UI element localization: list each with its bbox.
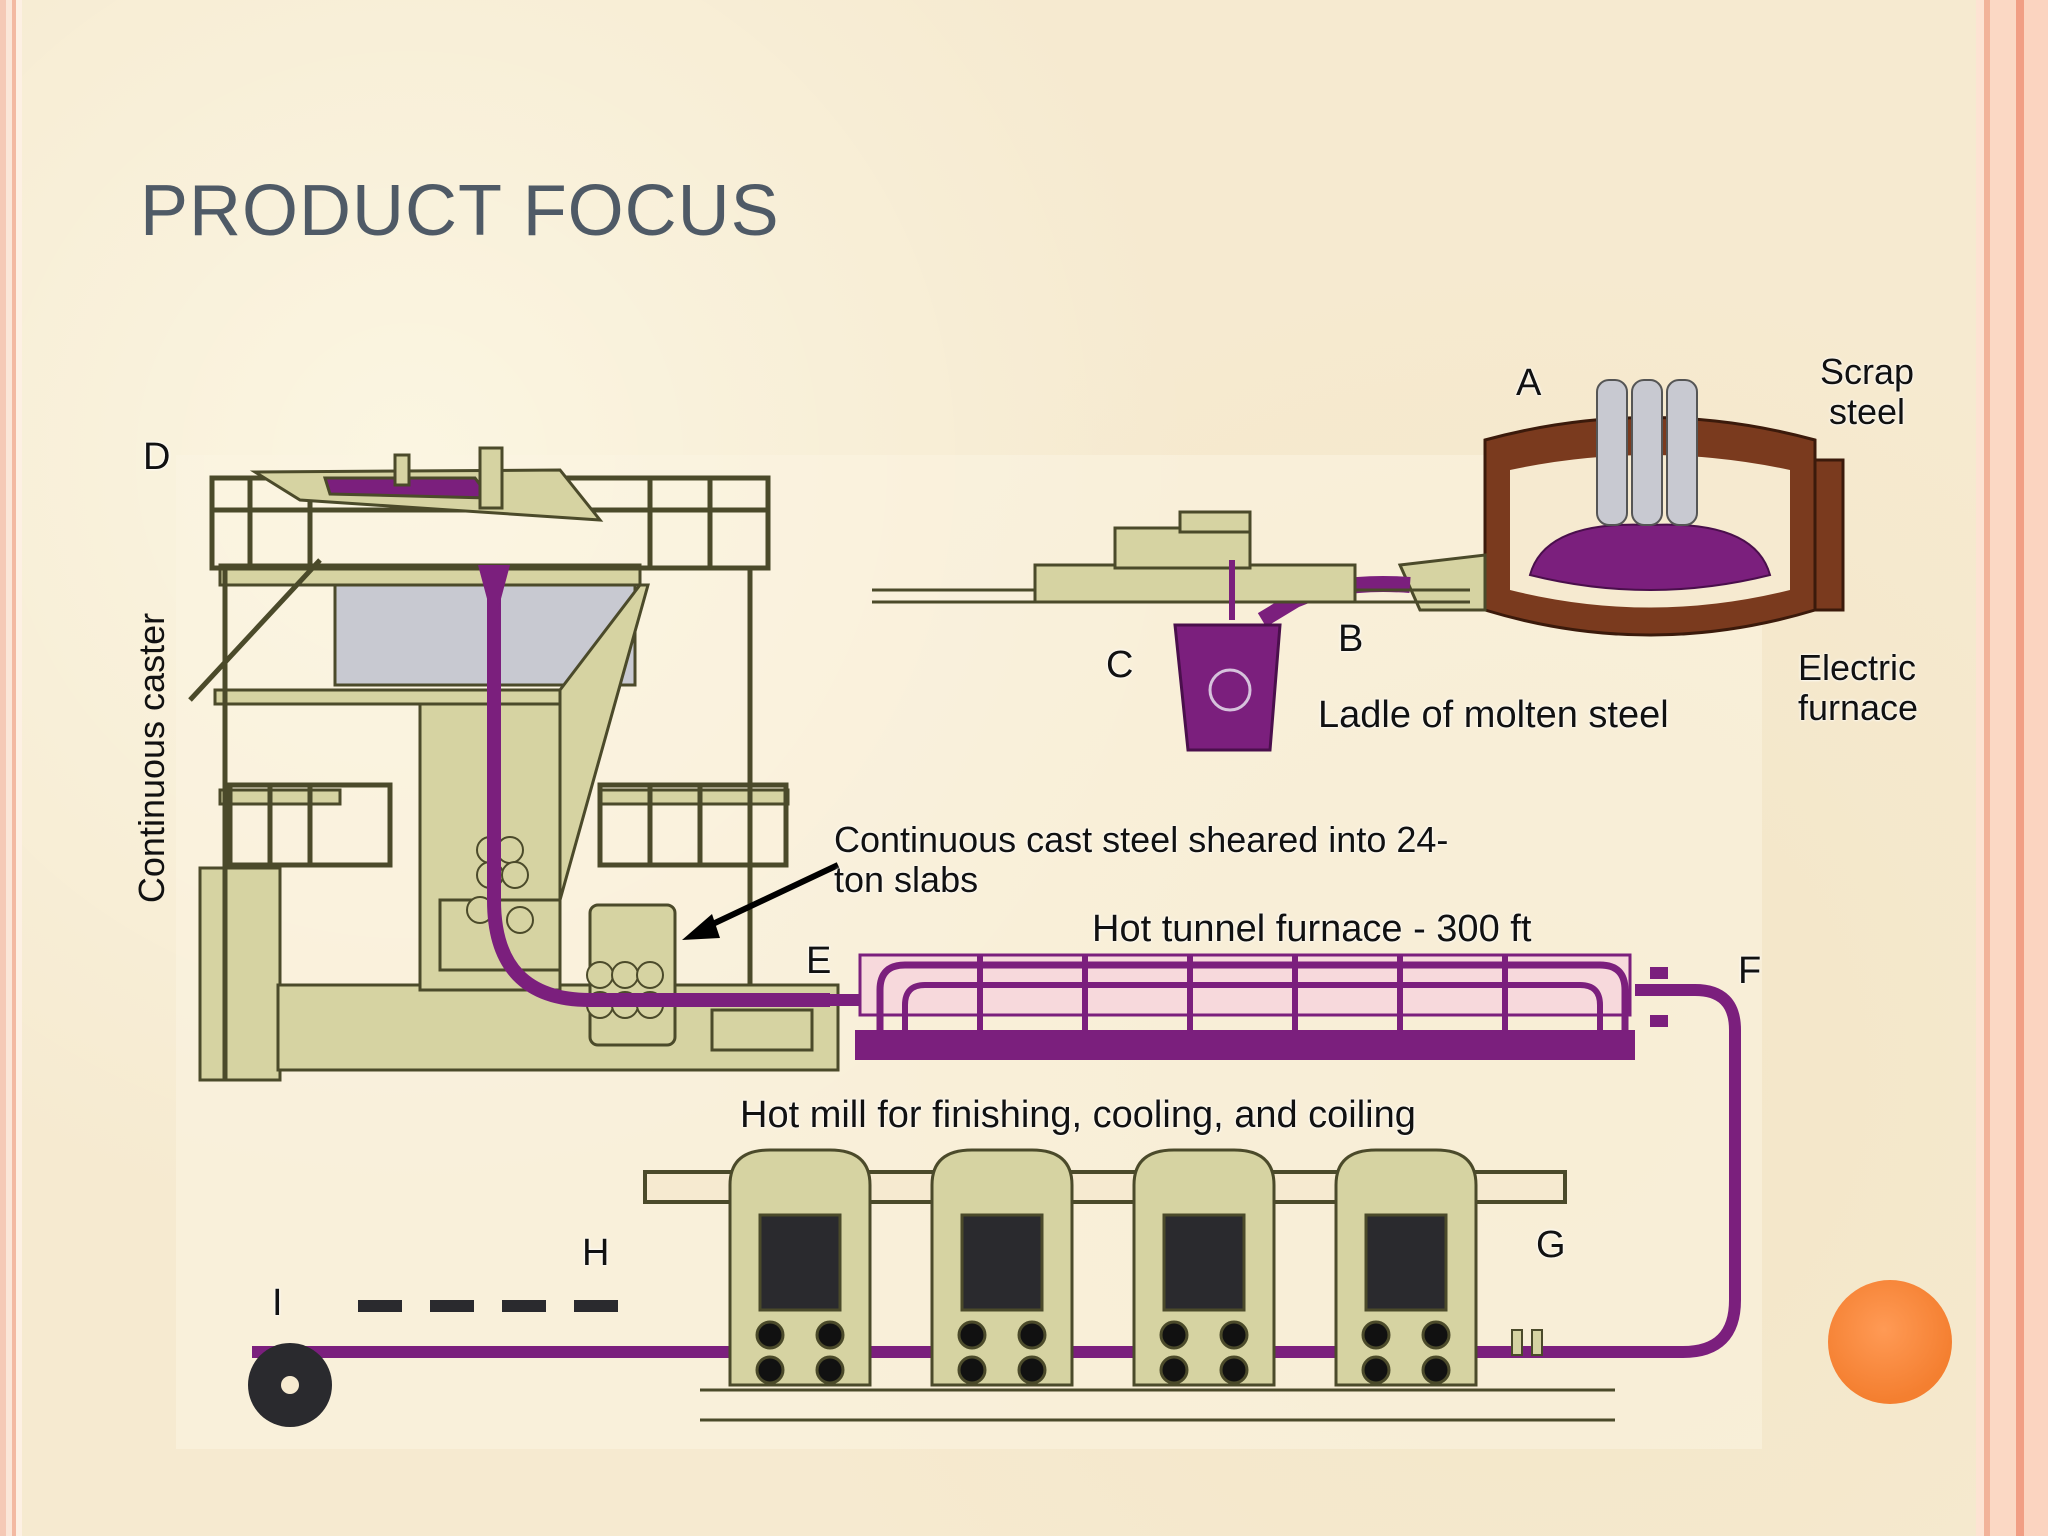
hot-mill-drawing xyxy=(643,1148,1615,1422)
mill-stand-1 xyxy=(728,1148,872,1387)
label-letter-d: D xyxy=(143,436,171,478)
right-border-stripes xyxy=(1976,0,2048,1536)
label-letter-a: A xyxy=(1516,362,1542,404)
label-letter-f: F xyxy=(1738,950,1762,992)
label-letter-c: C xyxy=(1106,644,1134,686)
label-tunnel-furnace: Hot tunnel furnace - 300 ft xyxy=(1092,908,1532,950)
label-electric-furnace: Electric furnace xyxy=(1798,647,1919,728)
strip-transfer-line xyxy=(252,984,1741,1358)
label-letter-g: G xyxy=(1536,1224,1566,1266)
label-scrap-steel: Scrap steel xyxy=(1819,351,1915,432)
slide-title: PRODUCT FOCUS xyxy=(140,171,780,251)
cooling-sprays xyxy=(358,1300,618,1312)
label-hot-mill: Hot mill for finishing, cooling, and coi… xyxy=(740,1094,1416,1136)
left-border-stripes xyxy=(0,0,22,1536)
mill-stand-4 xyxy=(1334,1148,1478,1387)
mill-stand-3 xyxy=(1132,1148,1276,1387)
slab-annotation-arrow xyxy=(698,862,840,933)
label-continuous-caster: Continuous caster xyxy=(131,612,172,904)
electric-furnace-drawing xyxy=(1397,379,1845,637)
label-letter-e: E xyxy=(806,940,832,982)
label-letter-i: I xyxy=(272,1282,283,1324)
label-letter-b: B xyxy=(1338,618,1364,660)
label-ladle: Ladle of molten steel xyxy=(1318,694,1669,736)
tundish xyxy=(249,446,604,522)
mill-stand-2 xyxy=(930,1148,1074,1387)
ladle-drawing xyxy=(1173,623,1282,752)
decorative-orange-dot xyxy=(1828,1280,1952,1404)
label-letter-h: H xyxy=(582,1232,610,1274)
steel-strand xyxy=(487,590,830,1007)
label-slabs: Continuous cast steel sheared into 24-to… xyxy=(834,819,1449,900)
hot-tunnel-furnace-drawing xyxy=(855,953,1668,1060)
overhead-crane xyxy=(872,510,1470,604)
